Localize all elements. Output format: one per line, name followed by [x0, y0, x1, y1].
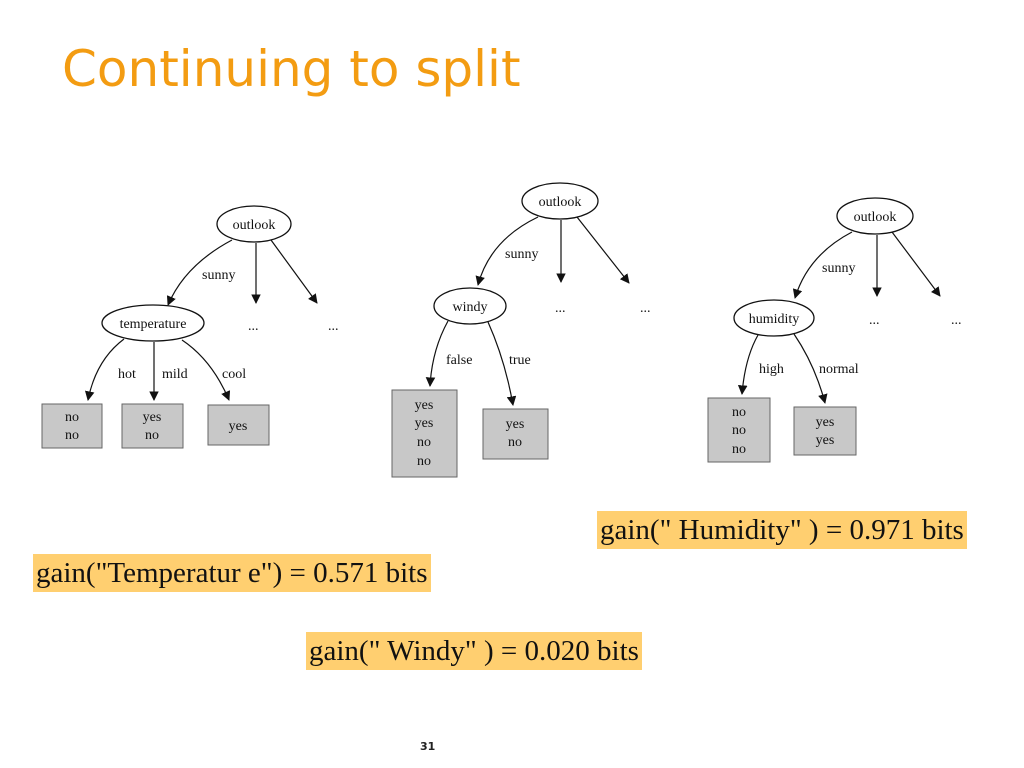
tree3-ellipsis-1: ...	[869, 313, 880, 328]
tree1-child-node	[101, 304, 205, 342]
tree2-leaf-false-4: no	[417, 454, 431, 469]
tree1-ellipsis-2: ...	[328, 319, 339, 334]
tree-windy: outlook sunny ... ... windy false true y…	[391, 182, 651, 478]
gain-humidity: gain(" Humidity" ) = 0.971 bits	[597, 511, 967, 549]
slide-title: Continuing to split	[62, 40, 521, 98]
tree3-child-label: humidity	[749, 312, 800, 327]
tree2-leaf-false	[391, 389, 458, 478]
tree3-leaf-normal	[793, 406, 857, 456]
tree3-child-node	[733, 299, 815, 337]
tree2-ellipsis-2: ...	[640, 301, 651, 316]
tree2-edge-sunny	[475, 216, 539, 286]
tree1-root-node	[216, 205, 292, 243]
gain-temperature: gain("Temperatur e") = 0.571 bits	[33, 554, 431, 592]
tree1-leaf-hot	[41, 403, 103, 449]
tree3-edge-high	[737, 334, 759, 395]
tree1-edge-mild-label: mild	[162, 367, 188, 382]
tree2-leaf-true-1: yes	[506, 417, 525, 432]
tree2-child-label: windy	[453, 300, 488, 315]
tree3-edge-high-label: high	[759, 362, 784, 377]
tree3-leaf-normal-2: yes	[816, 433, 835, 448]
tree1-child-label: temperature	[120, 317, 187, 332]
tree1-root-label: outlook	[233, 218, 276, 233]
tree2-leaf-true	[482, 408, 549, 460]
tree1-edge-hot	[84, 338, 125, 401]
tree2-leaf-true-2: no	[508, 435, 522, 450]
tree1-edge-cool	[181, 339, 231, 401]
tree3-root-label: outlook	[854, 210, 897, 225]
tree3-edge-normal-label: normal	[819, 362, 859, 377]
tree3-leaf-high	[707, 397, 771, 463]
tree2-edge-false	[425, 320, 449, 387]
tree3-edge-right	[891, 231, 941, 297]
tree2-edge-false-label: false	[446, 353, 472, 368]
tree1-leaf-hot-2: no	[65, 428, 79, 443]
tree3-leaf-normal-1: yes	[816, 415, 835, 430]
tree3-edge-sunny-label: sunny	[822, 261, 855, 276]
tree1-edge-sunny-label: sunny	[202, 268, 235, 283]
tree3-leaf-high-1: no	[732, 405, 746, 420]
tree1-ellipsis-1: ...	[248, 319, 259, 334]
tree2-edge-sunny-label: sunny	[505, 247, 538, 262]
tree-temperature: outlook sunny ... ... temperature hot mi…	[41, 205, 339, 449]
page-number: 31	[420, 740, 436, 753]
tree2-leaf-false-2: yes	[415, 416, 434, 431]
tree2-root-node	[521, 182, 599, 220]
tree1-edge-sunny	[166, 239, 233, 306]
gain-windy: gain(" Windy" ) = 0.020 bits	[306, 632, 642, 670]
tree-humidity: outlook sunny ... ... humidity high norm…	[707, 197, 962, 463]
tree3-root-node	[836, 197, 914, 235]
tree2-child-node	[433, 287, 507, 325]
tree1-leaf-hot-1: no	[65, 410, 79, 425]
tree2-leaf-false-1: yes	[415, 398, 434, 413]
tree1-edge-hot-label: hot	[118, 367, 136, 382]
tree3-leaf-high-3: no	[732, 442, 746, 457]
tree2-ellipsis-1: ...	[555, 301, 566, 316]
tree3-edge-sunny	[792, 231, 853, 299]
tree1-edge-cool-label: cool	[222, 367, 246, 382]
tree2-leaf-false-3: no	[417, 435, 431, 450]
tree3-ellipsis-2: ...	[951, 313, 962, 328]
tree2-edge-true-label: true	[509, 353, 531, 368]
tree2-edge-right	[576, 216, 630, 284]
tree1-edge-right	[270, 239, 318, 304]
tree3-edge-normal	[793, 333, 828, 404]
tree1-leaf-cool-1: yes	[229, 419, 248, 434]
tree1-leaf-mild-1: yes	[143, 410, 162, 425]
tree1-leaf-mild-2: no	[145, 428, 159, 443]
tree1-leaf-cool	[207, 404, 270, 446]
tree3-leaf-high-2: no	[732, 423, 746, 438]
tree1-leaf-mild	[121, 403, 184, 449]
tree2-root-label: outlook	[539, 195, 582, 210]
tree2-edge-true	[487, 321, 517, 406]
